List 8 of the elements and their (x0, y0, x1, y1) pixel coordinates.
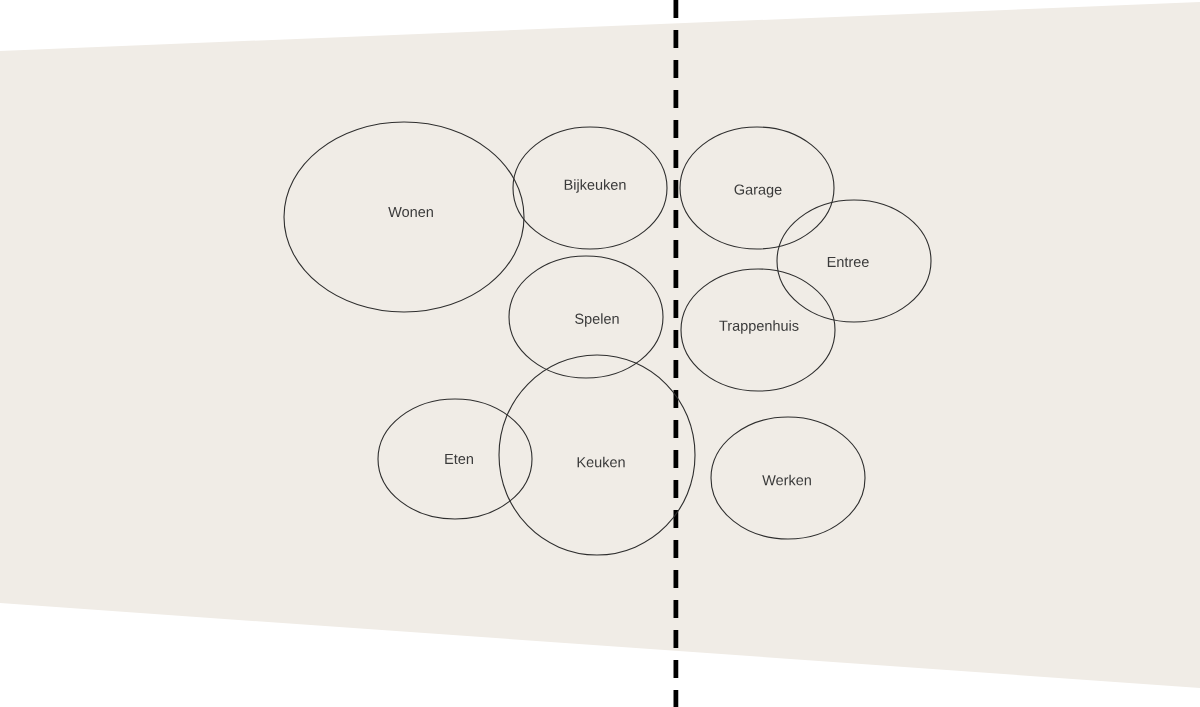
ellipse-bubble: Wonen (283, 121, 525, 313)
ellipse-bubble: Trappenhuis (680, 268, 836, 392)
ellipse-bubble: Werken (710, 416, 866, 540)
ellipse-bubble: Bijkeuken (512, 126, 668, 250)
ellipse-bubble: Eten (377, 398, 533, 520)
ellipse-bubble: Spelen (508, 255, 664, 379)
ellipse-bubble: Keuken (498, 354, 696, 556)
ellipse-bubble: Garage (679, 126, 835, 250)
